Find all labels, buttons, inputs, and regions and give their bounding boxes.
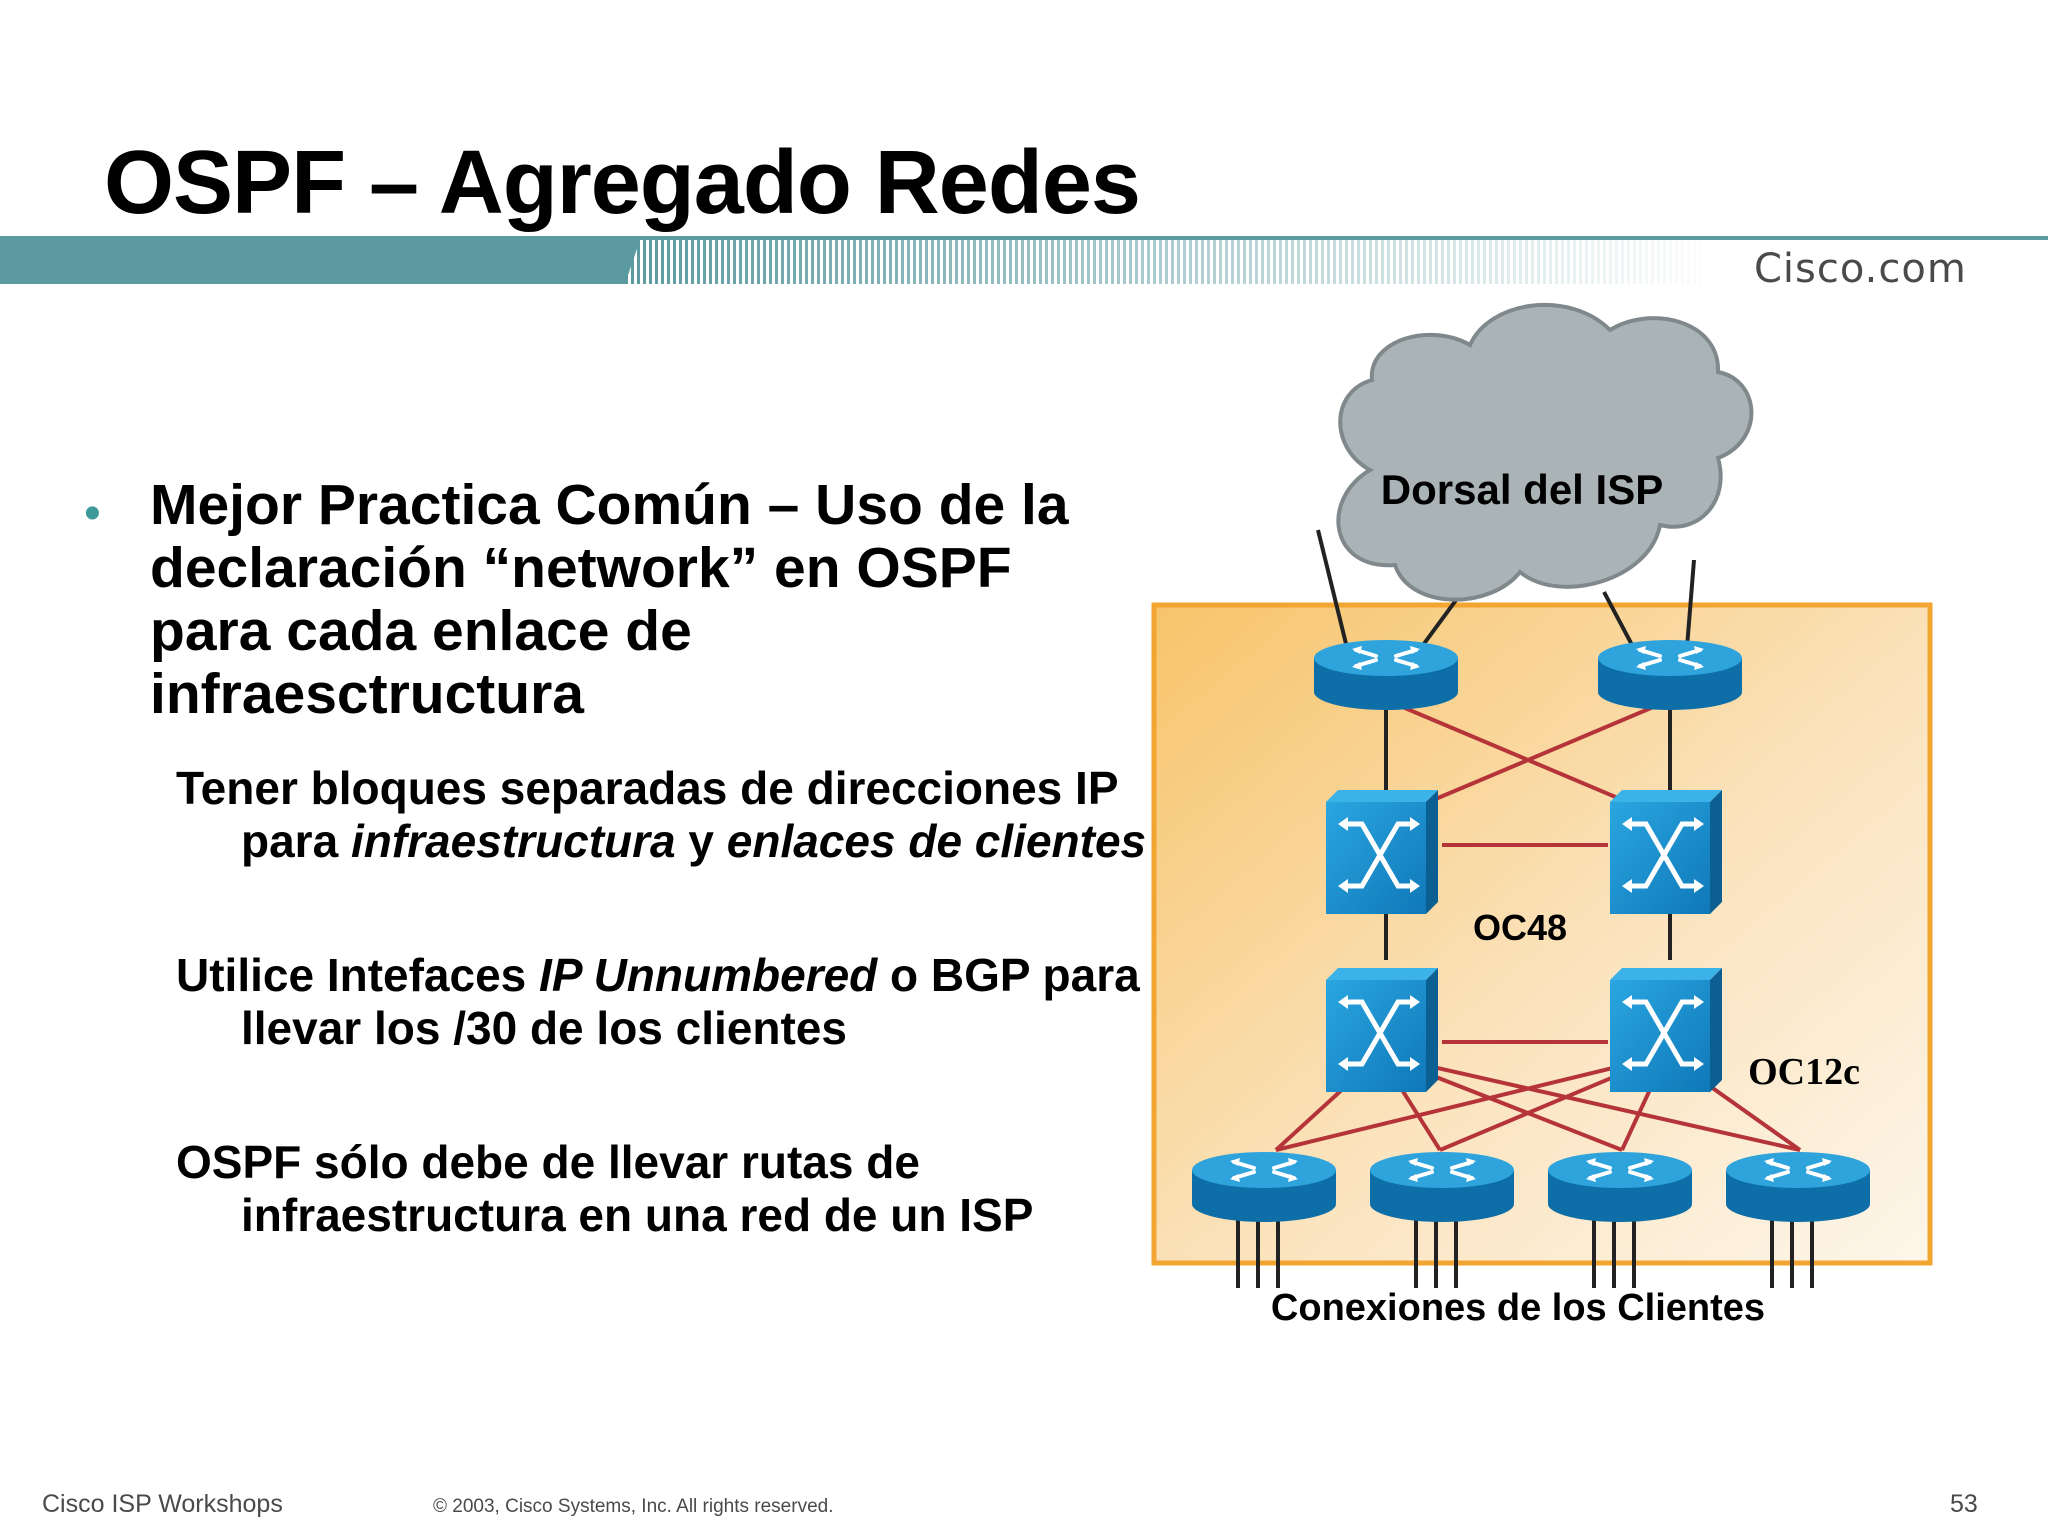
sub-bullet-1-text-b: infraestructura — [350, 815, 676, 867]
bullet-icon: • — [84, 487, 101, 540]
oc12c-label: OC12c — [1748, 1051, 1860, 1093]
access-router-2-icon — [1368, 1150, 1516, 1224]
sub-bullet-2-text-a: Utilice Intefaces — [176, 949, 540, 1001]
page-number: 53 — [1950, 1490, 1978, 1518]
access-router-4-icon — [1724, 1150, 1872, 1224]
footer-workshop-name: Cisco ISP Workshops — [42, 1490, 283, 1518]
switch-lower-right-icon — [1610, 968, 1722, 1092]
sub-bullet-2-text-b: IP Unnumbered — [539, 949, 878, 1001]
header-bar — [0, 236, 2048, 284]
core-router-right-icon — [1596, 638, 1744, 712]
cloud-label: Dorsal del ISP — [1381, 466, 1663, 513]
cisco-logo-text: Cisco.com — [1754, 246, 1967, 292]
sub-bullet-1: Tener bloques separadas de direcciones I… — [176, 762, 1181, 868]
sub-bullet-2: Utilice Intefaces IP Unnumbered o BGP pa… — [176, 949, 1181, 1055]
main-bullet-text: Mejor Practica Común – Uso de la declara… — [150, 473, 1069, 726]
sub-bullet-1-text-a: Tener bloques separadas de direcciones I… — [176, 762, 1118, 867]
footer-copyright: © 2003, Cisco Systems, Inc. All rights r… — [433, 1496, 834, 1517]
customer-connections-label: Conexiones de los Clientes — [1271, 1287, 1765, 1329]
switch-lower-left-icon — [1326, 968, 1438, 1092]
slide-title: OSPF – Agregado Redes — [104, 133, 1141, 233]
switch-upper-left-icon — [1326, 790, 1438, 914]
oc48-label: OC48 — [1473, 907, 1567, 948]
core-router-left-icon — [1312, 638, 1460, 712]
sub-bullet-1-text-c: y — [675, 815, 727, 867]
access-router-1-icon — [1190, 1150, 1338, 1224]
sub-bullet-3: OSPF sólo debe de llevar rutas de infrae… — [176, 1136, 1034, 1241]
access-router-3-icon — [1546, 1150, 1694, 1224]
sub-bullet-2-text-c: o BGP para llevar los /30 de los cliente… — [241, 949, 1140, 1054]
cloud-icon — [1336, 302, 1754, 602]
sub-bullet-1-text-d: enlaces de clientes — [726, 815, 1147, 867]
switch-upper-right-icon — [1610, 790, 1722, 914]
